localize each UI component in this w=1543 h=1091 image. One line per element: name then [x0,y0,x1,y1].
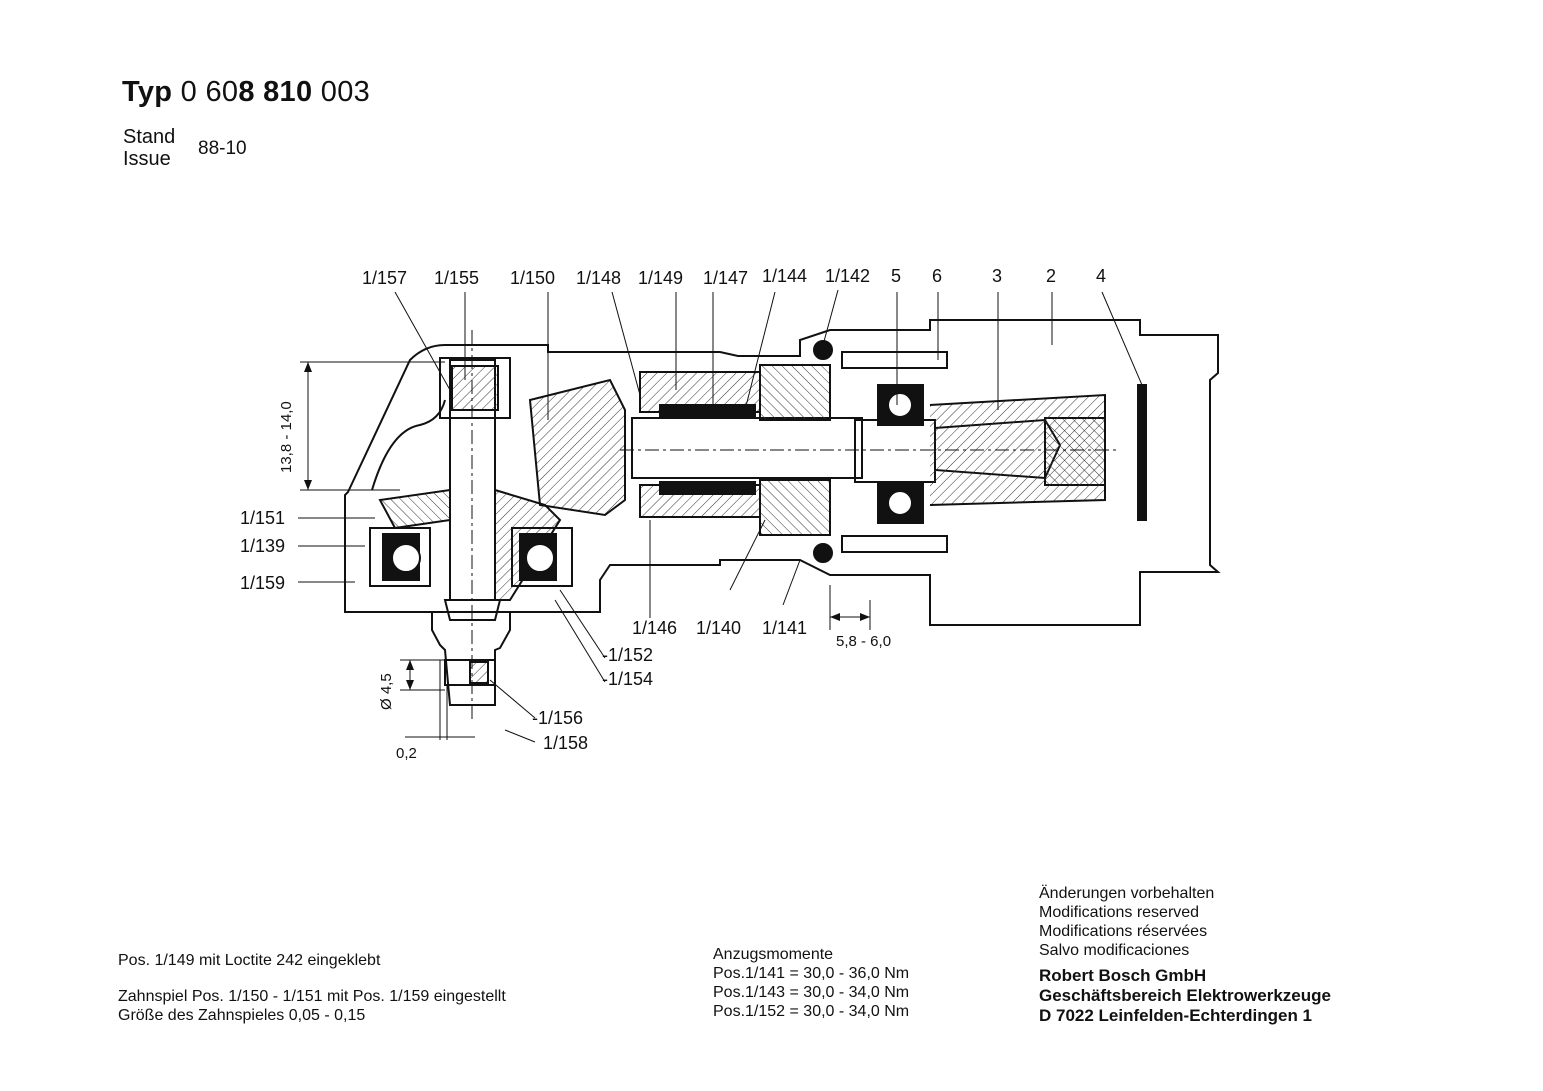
typ-label: Typ [122,76,173,108]
dimension-gap: 5,8 - 6,0 [836,633,892,650]
torque-row: Pos.1/152 = 30,0 - 34,0 Nm [713,1003,910,1020]
callout-1-159: 1/159 [240,573,286,593]
callout-1-140: 1/140 [696,618,742,638]
note-loctite: Pos. 1/149 mit Loctite 242 eingeklebt [118,952,381,969]
typ-bold: 8 810 [238,76,313,108]
modification-line: Salvo modificaciones [1039,942,1190,959]
callout-1-151: 1/151 [240,508,286,528]
callout-3: 3 [992,266,1003,286]
company-block: Robert Bosch GmbH Geschäftsbereich Elekt… [1039,966,1331,1026]
callout-1-152: -1/152 [602,645,654,665]
torque-row: Pos.1/143 = 30,0 - 34,0 Nm [713,984,910,1001]
torques-block: Anzugsmomente Pos.1/141 = 30,0 - 36,0 Nm… [713,945,909,1021]
callout-1-157: 1/157 [362,268,408,288]
torque-row: Pos.1/141 = 30,0 - 36,0 Nm [713,965,910,982]
callout-1-156: -1/156 [532,708,584,728]
callout-1-142: 1/142 [825,266,871,286]
callout-2: 2 [1046,266,1057,286]
modifications-block: Änderungen vorbehalten Modifications res… [1039,884,1214,960]
stand-label: Stand [123,126,176,148]
company-division: Geschäftsbereich Elektrowerkzeuge [1039,986,1331,1005]
stand-issue-label: Stand Issue [123,126,175,170]
dimension-height: 13,8 - 14,0 [278,401,295,473]
stand-value: 88-10 [198,138,247,159]
torques-title: Anzugsmomente [713,946,834,963]
modification-line: Änderungen vorbehalten [1039,885,1215,902]
note-backlash-size: Größe des Zahnspieles 0,05 - 0,15 [118,1007,366,1024]
callout-1-141: 1/141 [762,618,808,638]
callout-1-144: 1/144 [762,266,808,286]
document-title: Typ 0 608 810 003 [122,76,370,109]
callout-1-146: 1/146 [632,618,678,638]
modification-line: Modifications réservées [1039,923,1208,940]
callout-1-147: 1/147 [703,268,749,288]
callout-1-155: 1/155 [434,268,480,288]
dimension-offset: 0,2 [396,745,417,762]
typ-suffix: 003 [320,76,371,108]
callout-1-158: 1/158 [543,733,589,753]
company-name: Robert Bosch GmbH [1039,966,1207,985]
issue-label: Issue [123,148,171,170]
dimension-diameter: Ø 4,5 [378,673,395,710]
typ-prefix: 0 60 [180,76,239,108]
callout-1-148: 1/148 [576,268,622,288]
callout-1-154: -1/154 [602,669,654,689]
callout-1-150: 1/150 [510,268,556,288]
callout-4: 4 [1096,266,1107,286]
note-backlash-adjust: Zahnspiel Pos. 1/150 - 1/151 mit Pos. 1/… [118,988,506,1005]
callout-5: 5 [891,266,902,286]
company-address: D 7022 Leinfelden-Echterdingen 1 [1039,1006,1313,1025]
callout-1-149: 1/149 [638,268,684,288]
callout-6: 6 [932,266,943,286]
modification-line: Modifications reserved [1039,904,1200,921]
callout-1-139: 1/139 [240,536,286,556]
